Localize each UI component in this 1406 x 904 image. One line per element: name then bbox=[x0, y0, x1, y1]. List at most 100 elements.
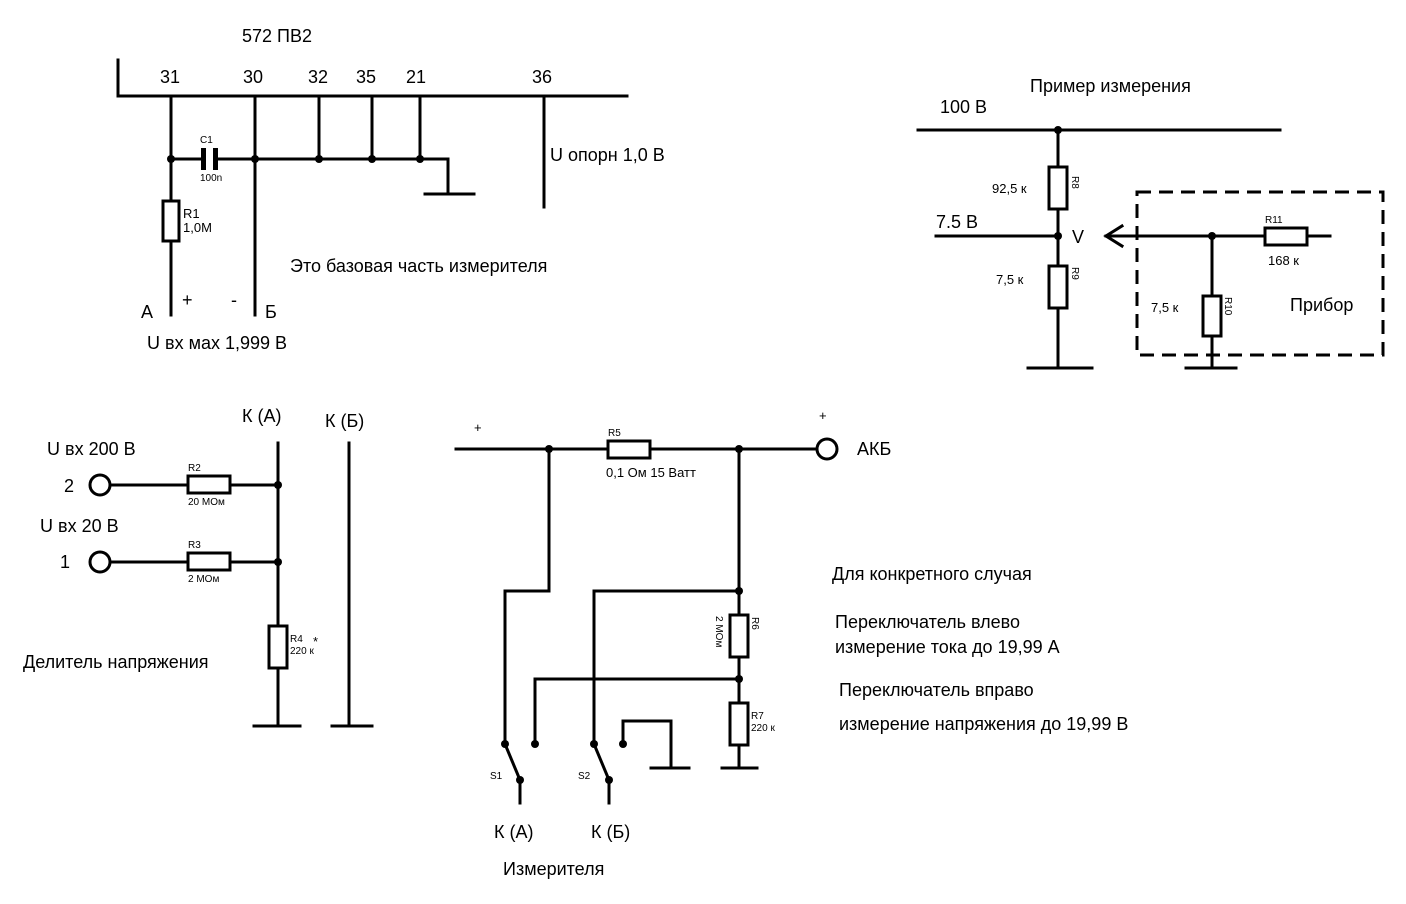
r9-value: 7,5 к bbox=[996, 272, 1024, 287]
resistor-r11 bbox=[1263, 226, 1309, 247]
junction bbox=[167, 155, 175, 163]
terminal-a: А bbox=[141, 302, 153, 322]
voltage-100v-label: 100 В bbox=[940, 97, 987, 117]
switch-contact bbox=[619, 740, 627, 748]
r11-value: 168 к bbox=[1268, 253, 1299, 268]
node-v-label: V bbox=[1072, 227, 1084, 247]
switch-lever bbox=[503, 742, 522, 782]
r4-mark: * bbox=[313, 634, 318, 649]
c1-value: 100n bbox=[200, 173, 222, 184]
resistor-r6 bbox=[728, 613, 750, 659]
junction bbox=[315, 155, 323, 163]
plus-sign: + bbox=[182, 290, 193, 310]
wire-s2-right bbox=[621, 719, 673, 770]
switch-s1[interactable] bbox=[501, 740, 539, 805]
r2-name: R2 bbox=[188, 463, 201, 474]
ka-label: К (А) bbox=[242, 406, 281, 426]
junction bbox=[251, 155, 259, 163]
junction bbox=[1054, 232, 1062, 240]
wire-c1-right bbox=[216, 157, 450, 196]
resistor-r2 bbox=[186, 474, 232, 495]
meter-label: Измерителя bbox=[503, 859, 604, 879]
notes-section: Для конкретного случая Переключатель вле… bbox=[832, 564, 1128, 734]
note-case: Для конкретного случая bbox=[832, 564, 1032, 584]
r1-value: 1,0M bbox=[183, 220, 212, 235]
uin-max-label: U вх мах 1,999 В bbox=[147, 333, 287, 353]
example-title: Пример измерения bbox=[1030, 76, 1191, 96]
note-left-2: измерение тока до 19,99 А bbox=[835, 637, 1060, 657]
c1-name: C1 bbox=[200, 135, 213, 146]
arrow-left-icon bbox=[1103, 223, 1125, 249]
resistor-r5 bbox=[606, 439, 652, 460]
r2-value: 20 МОм bbox=[188, 497, 225, 508]
minus-sign: - bbox=[231, 290, 237, 310]
base-section: 572 ПВ2 31 30 32 35 21 36 C1 100n R1 1,0… bbox=[116, 26, 665, 353]
chip-label: 572 ПВ2 bbox=[242, 26, 312, 46]
capacitor-c1-plate-a bbox=[201, 148, 206, 170]
r10-value: 7,5 к bbox=[1151, 300, 1179, 315]
input-terminal-2[interactable] bbox=[88, 473, 112, 497]
switch-s2[interactable] bbox=[590, 740, 627, 805]
meter-kb-label: К (Б) bbox=[591, 822, 630, 842]
pin-35: 35 bbox=[356, 67, 376, 87]
r3-name: R3 bbox=[188, 540, 201, 551]
example-section: Пример измерения 100 В R8 92,5 к 7.5 В V… bbox=[916, 76, 1385, 370]
r8-value: 92,5 к bbox=[992, 181, 1027, 196]
r1-name: R1 bbox=[183, 206, 200, 221]
r3-value: 2 МОм bbox=[188, 574, 219, 585]
pin-31: 31 bbox=[160, 67, 180, 87]
capacitor-c1-plate-b bbox=[213, 148, 218, 170]
uin20-label: U вх 20 В bbox=[40, 516, 119, 536]
switch-lever bbox=[592, 742, 611, 782]
resistor-r3 bbox=[186, 551, 232, 572]
wire-s2-left bbox=[592, 589, 741, 746]
pin-21: 21 bbox=[406, 67, 426, 87]
note-right-2: измерение напряжения до 19,99 В bbox=[839, 714, 1128, 734]
akb-label: АКБ bbox=[857, 439, 891, 459]
pin-30: 30 bbox=[243, 67, 263, 87]
junction bbox=[416, 155, 424, 163]
r5-name: R5 bbox=[608, 428, 621, 439]
divider-label: Делитель напряжения bbox=[23, 652, 209, 672]
r8-name: R8 bbox=[1069, 176, 1080, 189]
s1-label: S1 bbox=[490, 771, 503, 782]
junction bbox=[274, 558, 282, 566]
voltage-75v-label: 7.5 В bbox=[936, 212, 978, 232]
meter-ka-label: К (А) bbox=[494, 822, 533, 842]
r4-name: R4 bbox=[290, 634, 303, 645]
base-description: Это базовая часть измерителя bbox=[290, 256, 547, 276]
pin-36: 36 bbox=[532, 67, 552, 87]
r7-value: 220 к bbox=[751, 723, 775, 734]
chip-bus bbox=[116, 58, 629, 98]
device-boundary bbox=[1135, 190, 1385, 357]
resistor-r1 bbox=[161, 199, 181, 243]
resistor-r7 bbox=[728, 701, 750, 747]
pin-32: 32 bbox=[308, 67, 328, 87]
r6-value: 2 МОм bbox=[713, 616, 724, 647]
uin200-label: U вх 200 В bbox=[47, 439, 136, 459]
input-1-label: 1 bbox=[60, 552, 70, 572]
junction bbox=[368, 155, 376, 163]
input-2-label: 2 bbox=[64, 476, 74, 496]
note-left-1: Переключатель влево bbox=[835, 612, 1020, 632]
switch-contact bbox=[531, 740, 539, 748]
resistor-r4 bbox=[267, 624, 289, 670]
plus-left: + bbox=[474, 420, 482, 435]
wire-s1-left bbox=[503, 447, 551, 746]
terminal-b: Б bbox=[265, 302, 277, 322]
r11-name: R11 bbox=[1265, 215, 1283, 226]
input-terminal-1[interactable] bbox=[88, 550, 112, 574]
junction bbox=[274, 481, 282, 489]
kb-label: К (Б) bbox=[325, 411, 364, 431]
current-section: + + АКБ R5 0,1 Ом 15 Ватт R6 2 МОм R7 22… bbox=[454, 408, 891, 879]
akb-terminal[interactable] bbox=[815, 437, 839, 461]
divider-section: К (А) К (Б) U вх 200 В U вх 20 В 2 1 R2 … bbox=[23, 406, 374, 728]
resistor-r9 bbox=[1047, 264, 1069, 310]
wire-s1-right bbox=[533, 677, 741, 746]
r5-value: 0,1 Ом 15 Ватт bbox=[606, 465, 696, 480]
s2-label: S2 bbox=[578, 771, 591, 782]
r7-name: R7 bbox=[751, 711, 764, 722]
resistor-r8 bbox=[1047, 165, 1069, 211]
r10-name: R10 bbox=[1222, 297, 1233, 316]
